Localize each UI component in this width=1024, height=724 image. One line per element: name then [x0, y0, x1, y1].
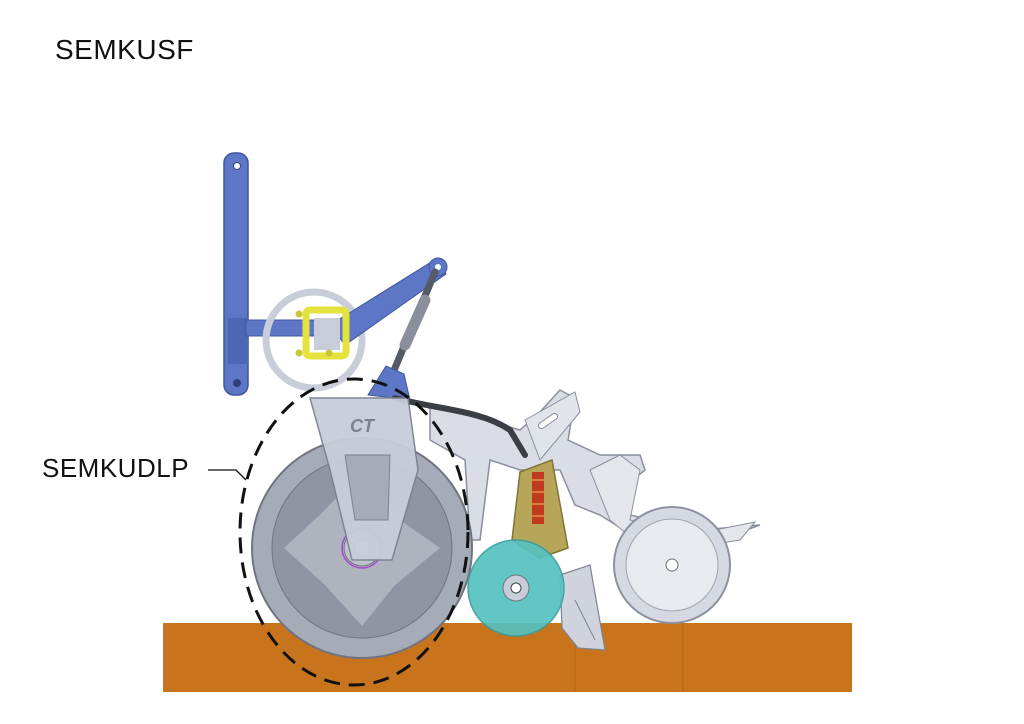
diagram-title: SEMKUSF: [55, 34, 194, 65]
seed-boot: [559, 564, 606, 651]
opener-disc: [467, 539, 565, 637]
seed-tube: [392, 395, 528, 458]
press-wheel: [613, 506, 731, 624]
wheel-marking: CT: [350, 416, 376, 436]
u-bolt-clamp: [295, 306, 350, 360]
hitch-mast: [223, 152, 249, 396]
callout-ellipse: [238, 377, 470, 687]
pressure-strut: [386, 268, 439, 384]
callout-label: SEMKUDLP: [42, 453, 190, 483]
spring-bracket: [511, 458, 569, 559]
callout-leader: [208, 469, 247, 481]
rear-arm: [524, 391, 581, 461]
